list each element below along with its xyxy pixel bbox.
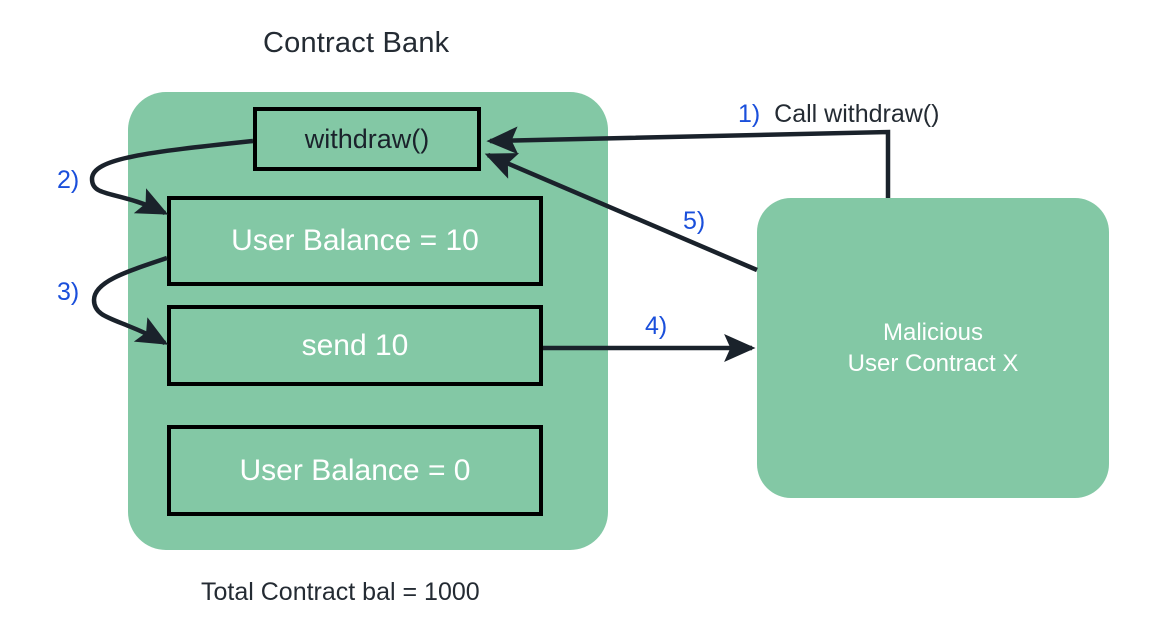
step-2-number: 2) [57,166,80,194]
box-user-balance-0: User Balance = 0 [167,425,543,516]
malicious-contract-container: Malicious User Contract X [757,198,1109,498]
step-1-text: Call withdraw() [774,100,940,128]
step-4-number: 4) [645,312,668,340]
box-send-10: send 10 [167,305,543,386]
malicious-contract-label: Malicious User Contract X [847,318,1019,377]
arrow-step-3 [91,255,169,345]
arrow-step-1 [486,126,891,198]
step-5-number: 5) [683,207,706,235]
arrow-step-2 [89,138,254,216]
arrow-step-5 [484,152,758,273]
step-1-number: 1) [738,100,761,128]
step-1-label: 1) Call withdraw() [738,100,939,129]
box-withdraw: withdraw() [253,107,481,171]
box-user-balance-10: User Balance = 10 [167,196,543,286]
page-title: Contract Bank [263,27,450,59]
total-contract-balance-label: Total Contract bal = 1000 [201,578,480,606]
step-3-number: 3) [57,278,80,306]
